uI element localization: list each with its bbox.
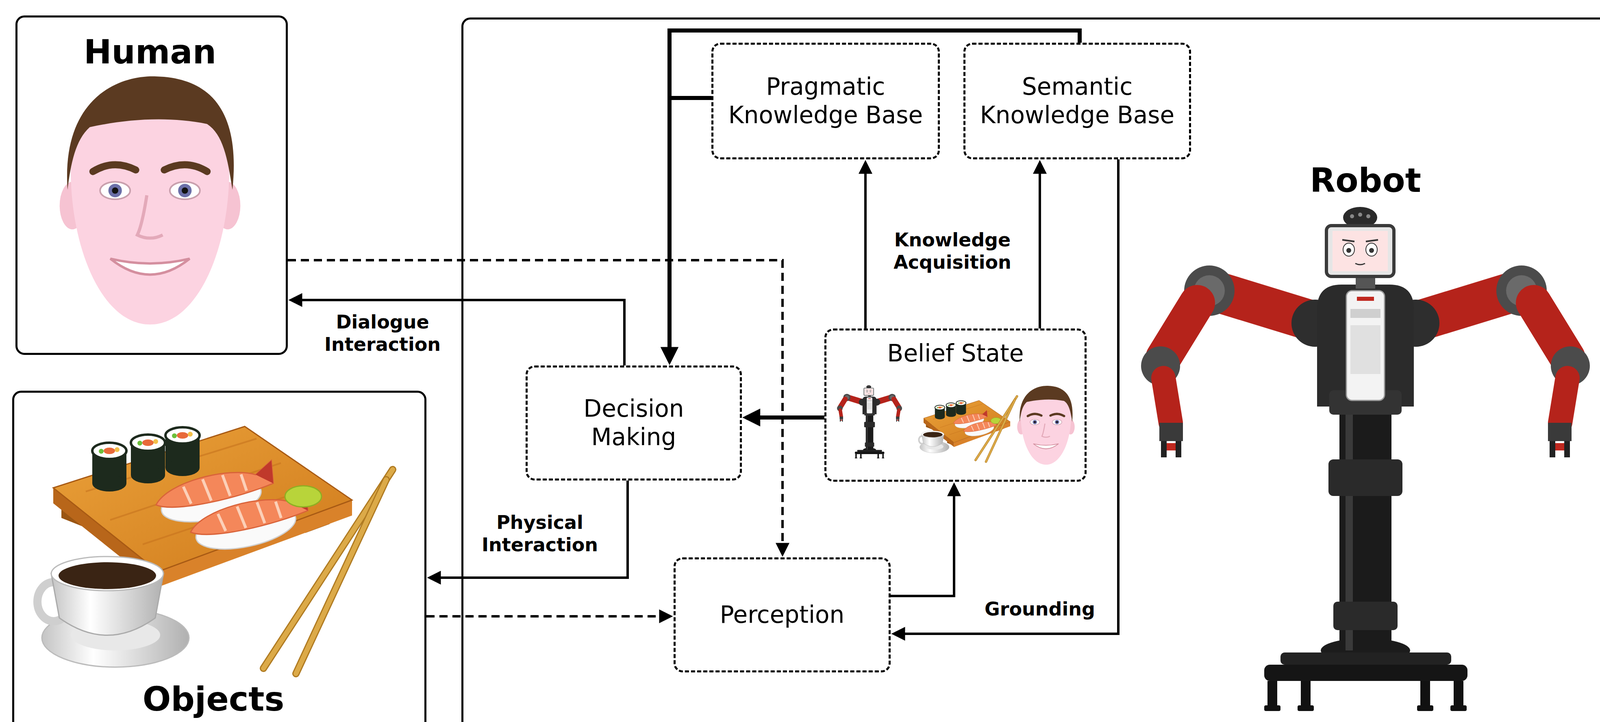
robot-figure: [1141, 206, 1590, 711]
chopsticks: [263, 469, 393, 674]
connector-arrow: [430, 480, 628, 578]
human-face: [59, 76, 241, 325]
process-box: Decision Making: [525, 365, 742, 481]
box-title: Human: [83, 32, 217, 72]
connector-arrow: [1038, 163, 1042, 329]
robot-icon: [836, 385, 903, 459]
cup-icon: [918, 430, 950, 453]
box-title: Robot: [1309, 160, 1422, 200]
chopsticks-icon: [975, 396, 1018, 462]
actor-box: Human: [15, 15, 288, 355]
box-label: Perception: [719, 600, 845, 630]
dashed-connector: [287, 260, 783, 554]
box-label: Belief State: [887, 339, 1024, 368]
connector-label: Dialogue Interaction: [313, 310, 453, 357]
box-label: Semantic Knowledge Base: [975, 72, 1179, 130]
connector-label: Grounding: [982, 597, 1098, 622]
box-title: Objects: [142, 679, 285, 719]
knowledge-base-box: Pragmatic Knowledge Base: [711, 42, 940, 160]
box-label: Pragmatic Knowledge Base: [723, 72, 928, 130]
connector-arrow: [890, 485, 955, 596]
connector-arrow: [669, 97, 712, 362]
connector-arrow: [864, 163, 867, 329]
connector-arrow: [669, 30, 1080, 362]
connector-arrow: [291, 300, 625, 366]
face-icon: [1017, 385, 1075, 465]
knowledge-base-box: Semantic Knowledge Base: [963, 42, 1192, 160]
connector-label: Physical Interaction: [470, 510, 610, 557]
process-box: Perception: [673, 557, 891, 673]
box-label: Decision Making: [556, 394, 711, 452]
coffee-cup: [37, 556, 190, 668]
annotation-label: Knowledge Acquisition: [882, 228, 1022, 275]
connector-arrow: [745, 415, 825, 420]
object-box: Objects: [12, 390, 427, 722]
belief-box: Belief State: [824, 328, 1087, 482]
